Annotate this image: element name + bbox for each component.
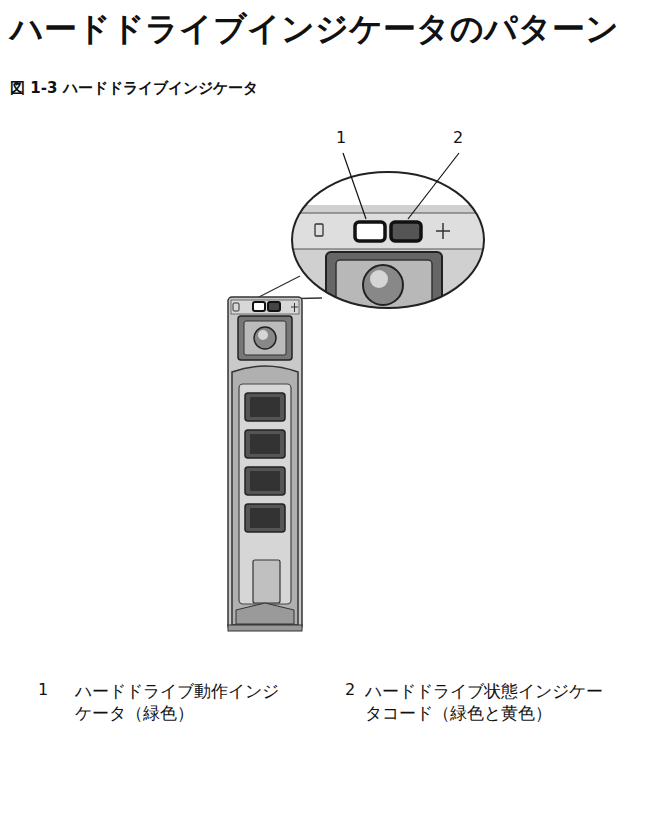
part-description: ハードドライブ動作インジケータ（緑色）	[75, 680, 291, 724]
activity-led	[253, 302, 265, 311]
status-led	[268, 302, 280, 311]
leader-line	[343, 153, 366, 219]
activity-led	[355, 222, 385, 241]
leader-line	[408, 153, 459, 219]
page-title: ハードドライブインジケータのパターン	[10, 8, 619, 51]
legend-number: 2	[345, 680, 355, 701]
part-description: ハードドライブ状態インジケータコード（緑色と黄色）	[365, 680, 609, 724]
drive-carrier	[228, 297, 302, 631]
magnified-view	[290, 172, 486, 322]
callout-number: 2	[453, 128, 463, 149]
callout-number: 1	[336, 128, 346, 149]
status-led	[391, 222, 421, 241]
figure-caption: 図 1-3 ハードドライブインジケータ	[10, 79, 258, 99]
legend-number: 1	[38, 680, 48, 701]
